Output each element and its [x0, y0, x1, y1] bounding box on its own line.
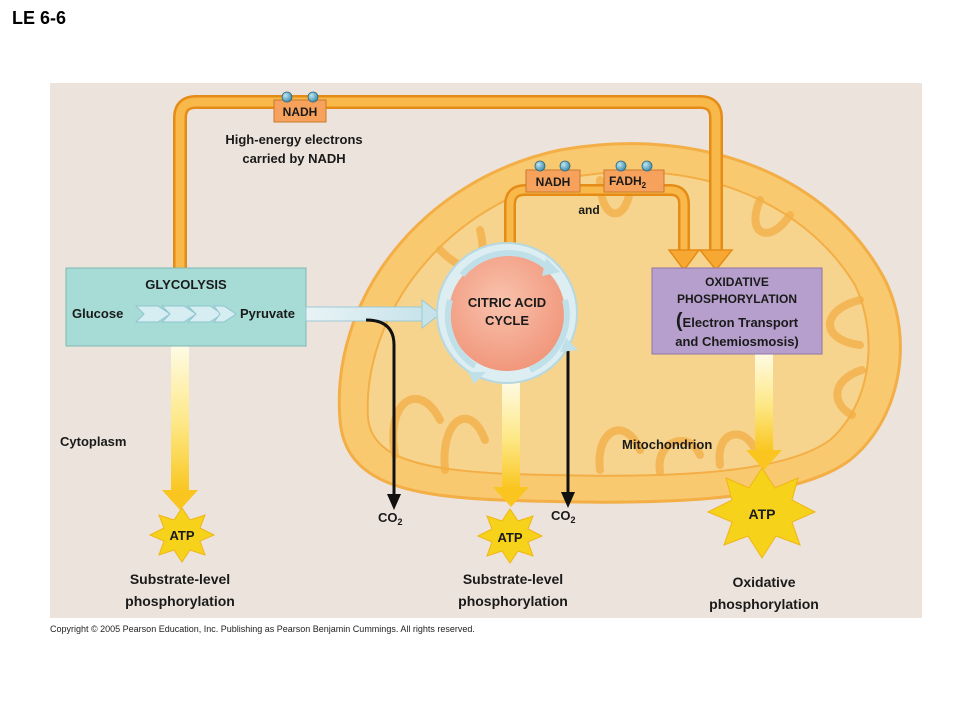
- oxidative-line4: and Chemiosmosis): [675, 334, 799, 349]
- oxidative-line1: OXIDATIVE: [705, 275, 769, 289]
- glycolysis-atp-arrow: [162, 345, 198, 510]
- nadh-caption-line1: High-energy electrons: [225, 132, 362, 147]
- glycolysis-steps-icon: [134, 305, 237, 323]
- cycle-carrier-arrowhead: [667, 249, 701, 272]
- top-nadh-carrier: NADH: [273, 91, 327, 123]
- pyruvate-to-cycle-arrow: [305, 298, 441, 330]
- atp-star-oxidative: ATP: [706, 467, 817, 559]
- copyright-notice: Copyright © 2005 Pearson Education, Inc.…: [50, 624, 475, 634]
- oxidative-caption-line1: Oxidative: [732, 574, 795, 590]
- glycolysis-box: GLYCOLYSIS Glucose Pyruvate: [65, 267, 307, 347]
- mitochondrion-label: Mitochondrion: [622, 437, 712, 452]
- page-label: LE 6-6: [12, 8, 67, 28]
- cycle-label-line2: CYCLE: [485, 313, 529, 328]
- co2-arrow-left: [365, 318, 396, 496]
- fadh2-label: FADH2: [609, 174, 647, 190]
- fadh2-carrier: FADH2: [603, 160, 665, 193]
- oxidative-caption-line2: phosphorylation: [709, 596, 819, 612]
- substrate2-caption-line2: phosphorylation: [458, 593, 568, 609]
- cycle-label-line1: CITRIC ACID: [468, 295, 546, 310]
- top-nadh-label: NADH: [283, 105, 318, 119]
- pyruvate-label: Pyruvate: [240, 306, 295, 321]
- atp-label-glycolysis: ATP: [169, 528, 194, 543]
- co2-label-left: CO2: [378, 510, 403, 527]
- substrate1-caption-line1: Substrate-level: [130, 571, 230, 587]
- atp-star-cycle: ATP: [476, 508, 544, 564]
- atp-star-glycolysis: ATP: [148, 507, 216, 563]
- mid-nadh-carrier: NADH: [525, 160, 581, 193]
- oxidative-phosphorylation-box: OXIDATIVE PHOSPHORYLATION (Electron Tran…: [651, 267, 823, 355]
- glycolysis-title: GLYCOLYSIS: [145, 277, 227, 292]
- oxidative-line2: PHOSPHORYLATION: [677, 292, 797, 306]
- mid-nadh-label: NADH: [536, 175, 571, 189]
- oxidative-atp-arrow: [746, 352, 782, 470]
- atp-label-oxidative: ATP: [749, 506, 776, 522]
- cycle-atp-arrow: [493, 380, 529, 507]
- nadh-electron-arrowhead: [698, 249, 734, 272]
- nadh-caption-line2: carried by NADH: [242, 151, 345, 166]
- substrate2-caption-line1: Substrate-level: [463, 571, 563, 587]
- citric-acid-cycle: CITRIC ACID CYCLE: [436, 242, 578, 384]
- co2-label-right: CO2: [551, 508, 576, 525]
- and-label: and: [578, 203, 599, 217]
- oxidative-line3: (Electron Transport: [676, 310, 799, 332]
- substrate1-caption-line2: phosphorylation: [125, 593, 235, 609]
- atp-label-cycle: ATP: [497, 530, 522, 545]
- glucose-label: Glucose: [72, 306, 123, 321]
- cytoplasm-label: Cytoplasm: [60, 434, 126, 449]
